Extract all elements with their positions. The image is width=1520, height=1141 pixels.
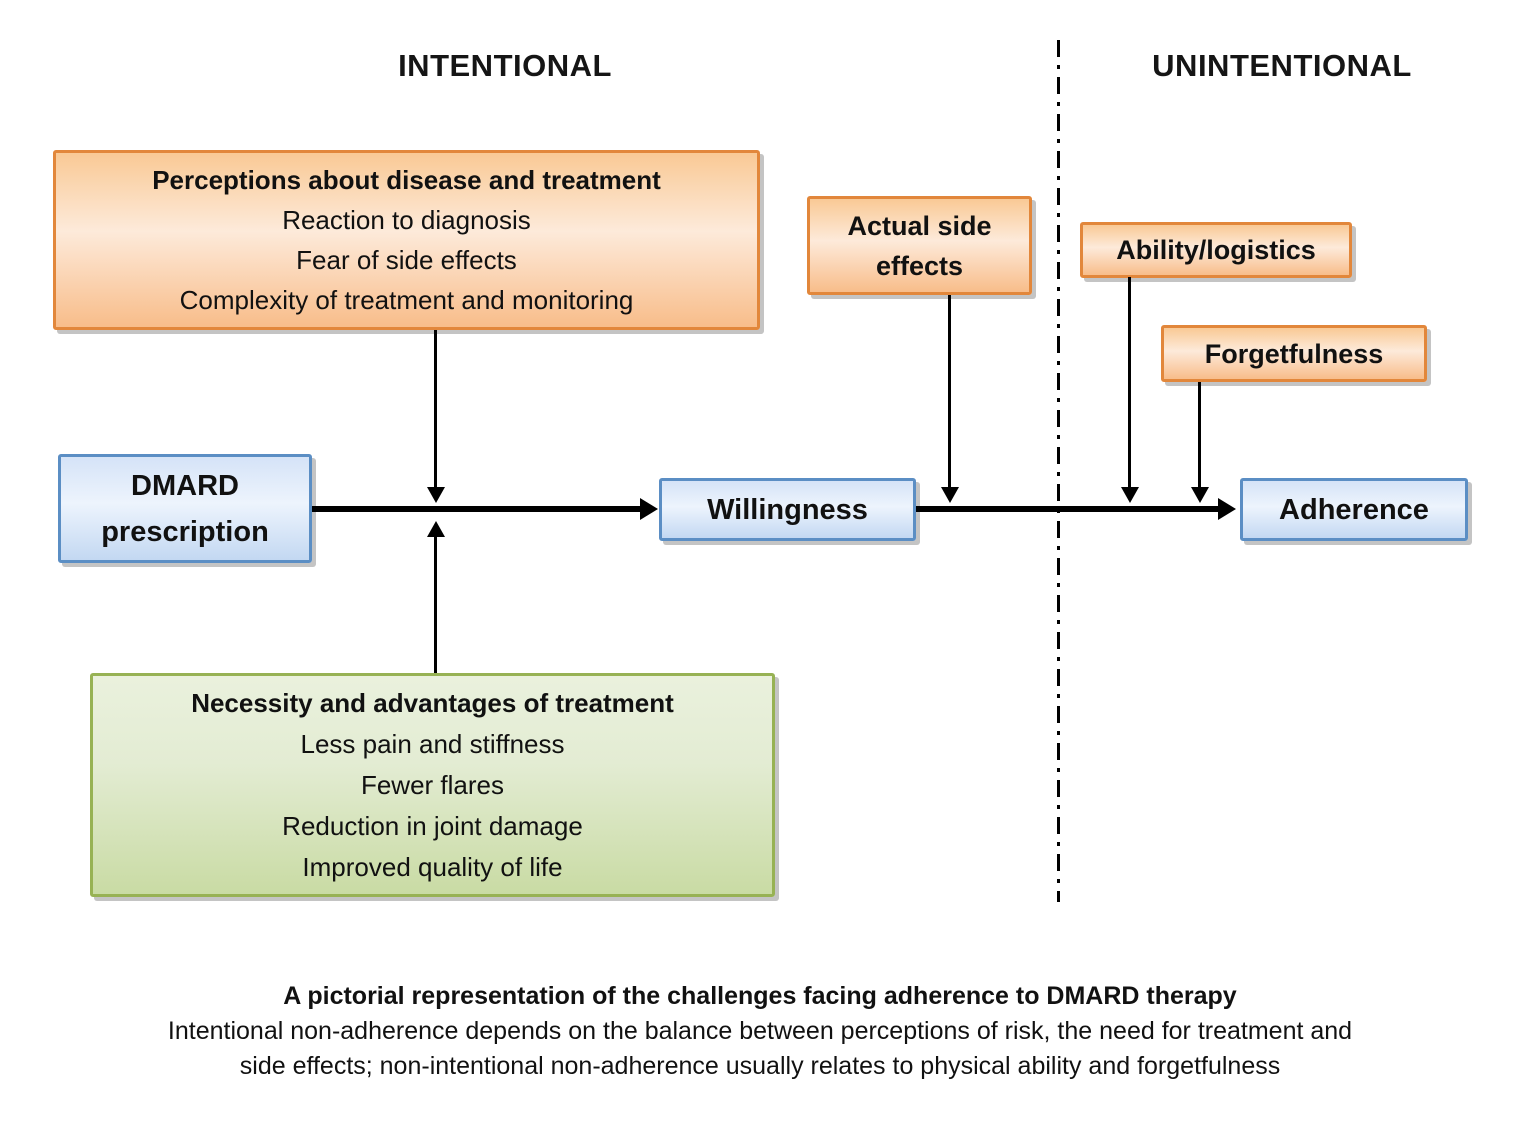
figure-caption-line: Intentional non-adherence depends on the…	[167, 1017, 1353, 1045]
dmard-prescription-box: DMARD prescription	[58, 454, 312, 563]
willingness-label: Willingness	[707, 493, 868, 526]
intentional-region-header: INTENTIONAL	[398, 48, 612, 83]
ability-logistics-box: Ability/logistics	[1080, 222, 1352, 278]
arrow-forgetfulness-down-head-icon	[1191, 487, 1209, 503]
actual-side-effects-label: Actual side effects	[847, 210, 992, 281]
figure-caption-title: A pictorial representation of the challe…	[283, 982, 1237, 1010]
arrow-necessity-up-head-icon	[427, 521, 445, 537]
necessity-item: Less pain and stiffness	[300, 728, 565, 759]
arrow-ability-down-line	[1128, 277, 1131, 487]
perceptions-item: Reaction to diagnosis	[282, 205, 531, 235]
arrow-side-effects-down-line	[948, 295, 951, 487]
arrow-perceptions-down-line	[434, 330, 437, 487]
perceptions-box-title: Perceptions about disease and treatment	[152, 165, 661, 195]
arrow-necessity-up-line	[434, 537, 437, 673]
adherence-label: Adherence	[1279, 493, 1429, 526]
forgetfulness-label: Forgetfulness	[1204, 338, 1384, 369]
arrow-forgetfulness-down-line	[1198, 382, 1201, 487]
willingness-box: Willingness	[659, 478, 916, 541]
necessity-item: Improved quality of life	[302, 851, 563, 882]
actual-side-effects-box: Actual side effects	[807, 196, 1032, 295]
arrow-dmard-to-willingness-line	[312, 506, 642, 512]
perceptions-item: Complexity of treatment and monitoring	[179, 285, 634, 315]
unintentional-region-header: UNINTENTIONAL	[1152, 48, 1412, 83]
necessity-item: Fewer flares	[360, 769, 505, 800]
figure-caption: A pictorial representation of the challe…	[0, 979, 1520, 1084]
necessity-box-title: Necessity and advantages of treatment	[191, 687, 674, 718]
necessity-item: Reduction in joint damage	[282, 810, 583, 841]
dmard-prescription-label: DMARD prescription	[101, 469, 269, 548]
figure-caption-line: side effects; non-intentional non-adhere…	[239, 1052, 1281, 1080]
arrow-willingness-to-adherence-head-icon	[1218, 498, 1236, 520]
ability-logistics-label: Ability/logistics	[1116, 235, 1316, 265]
arrow-perceptions-down-head-icon	[427, 487, 445, 503]
perceptions-box: Perceptions about disease and treatment …	[53, 150, 760, 330]
intentional-unintentional-divider-line	[1057, 40, 1060, 902]
arrow-dmard-to-willingness-head-icon	[640, 498, 658, 520]
perceptions-item: Fear of side effects	[296, 245, 517, 275]
arrow-side-effects-down-head-icon	[941, 487, 959, 503]
adherence-box: Adherence	[1240, 478, 1468, 541]
arrow-willingness-to-adherence-line	[916, 506, 1222, 512]
necessity-box: Necessity and advantages of treatment Le…	[90, 673, 775, 897]
forgetfulness-box: Forgetfulness	[1161, 325, 1427, 382]
arrow-ability-down-head-icon	[1121, 487, 1139, 503]
